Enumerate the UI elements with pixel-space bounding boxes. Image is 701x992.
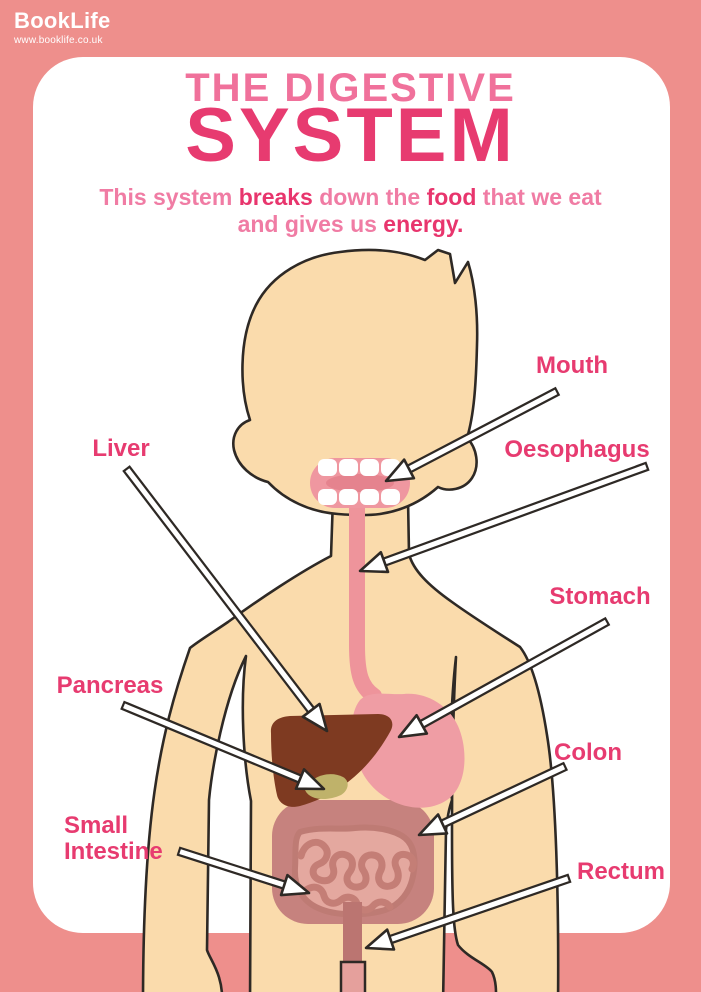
arrow-small-intestine	[176, 846, 311, 897]
teeth-lower	[318, 489, 400, 505]
arrow-liver	[122, 465, 329, 733]
label-liver: Liver	[92, 435, 150, 462]
subtitle-segment: and gives us	[237, 211, 384, 237]
arrow-stomach	[397, 616, 611, 739]
oesophagus-tube	[349, 484, 382, 704]
poster-subtitle: This system breaks down the food that we…	[0, 184, 701, 238]
label-oesophagus: Oesophagus	[504, 436, 650, 463]
legs-gap	[339, 960, 367, 992]
label-pancreas: Pancreas	[56, 672, 164, 699]
small-intestine-squiggle	[297, 838, 417, 914]
subtitle-segment: breaks	[238, 184, 313, 210]
label-small-intestine-line2: Intestine	[64, 838, 163, 865]
label-small-intestine-line1: Small	[64, 812, 129, 839]
poster-title-line1: THE DIGESTIVE	[185, 66, 516, 110]
label-colon: Colon	[554, 739, 622, 766]
arrow-pancreas	[120, 700, 326, 791]
label-small-intestine: Small Intestine	[64, 813, 163, 865]
teeth-upper	[318, 459, 400, 476]
label-stomach: Stomach	[549, 583, 651, 610]
mouth-shape	[310, 458, 410, 508]
arrow-oesophagus	[358, 461, 650, 574]
poster-title-line2: SYSTEM	[185, 93, 516, 178]
rectum-tube	[343, 902, 362, 966]
arrow-rectum	[364, 873, 572, 951]
subtitle-segment: that we eat	[476, 184, 602, 210]
brand-logo: BookLife	[14, 8, 111, 33]
brand-url: www.booklife.co.uk	[14, 35, 103, 46]
arrow-colon	[417, 761, 569, 837]
subtitle-segment: food	[426, 184, 477, 210]
arrow-mouth	[384, 386, 561, 483]
label-mouth: Mouth	[536, 352, 608, 379]
label-rectum: Rectum	[576, 858, 666, 885]
subtitle-segment: down the	[312, 184, 427, 210]
brand-block: BookLife www.booklife.co.uk	[14, 8, 111, 46]
head-shape	[232, 248, 479, 517]
subtitle-segment: energy.	[383, 211, 464, 237]
mouth-inner	[326, 474, 394, 492]
arrow-layer	[120, 386, 650, 951]
subtitle-segment: This system	[99, 184, 239, 210]
